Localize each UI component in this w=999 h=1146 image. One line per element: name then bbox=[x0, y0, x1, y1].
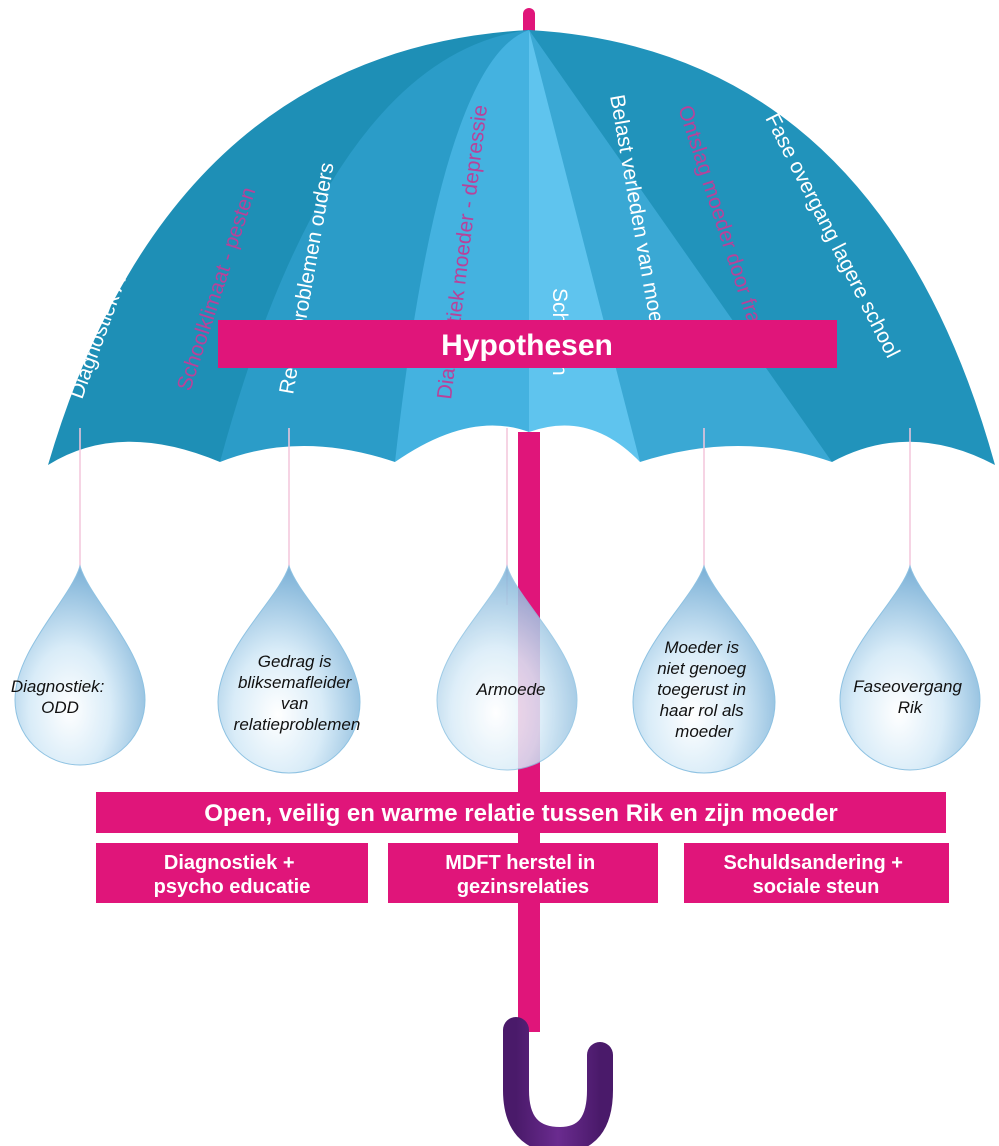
drop-label-4: Moeder is niet genoeg toegerust in haar … bbox=[657, 638, 751, 741]
intervention-box-2 bbox=[388, 843, 658, 903]
drop-label-5: Faseovergang Rik bbox=[853, 677, 966, 717]
intervention-label-2: MDFT herstel in gezinsrelaties bbox=[445, 852, 601, 898]
relation-label: Open, veilig en warme relatie tussen Rik… bbox=[204, 800, 838, 827]
drop-4 bbox=[632, 564, 776, 774]
intervention-box-1 bbox=[96, 843, 368, 903]
umbrella-canopy bbox=[48, 30, 995, 465]
umbrella-tip bbox=[523, 8, 535, 36]
drop-labels: Diagnostiek: ODD Gedrag is bliksemafleid… bbox=[11, 638, 966, 741]
canopy-segment-6 bbox=[529, 30, 995, 465]
drop-label-1: Diagnostiek: ODD bbox=[11, 677, 109, 717]
drop-1 bbox=[14, 564, 146, 766]
hypotheses-bar bbox=[218, 320, 837, 368]
hypothesis-drops bbox=[14, 564, 981, 774]
intervention-label-1: Diagnostiek + psycho educatie bbox=[154, 852, 311, 898]
intervention-box-3 bbox=[684, 843, 949, 903]
drop-3 bbox=[436, 564, 578, 771]
drop-label-2: Gedrag is bliksemafleider van relatiepro… bbox=[234, 652, 361, 734]
umbrella-handle bbox=[503, 1017, 613, 1146]
drop-5 bbox=[839, 564, 981, 771]
hypotheses-label: Hypothesen bbox=[441, 329, 613, 362]
interventions: Diagnostiek + psycho educatie MDFT herst… bbox=[96, 843, 949, 903]
relation-bar bbox=[96, 792, 946, 833]
intervention-label-3: Schuldsandering + sociale steun bbox=[723, 852, 908, 898]
drop-2 bbox=[217, 564, 361, 774]
drop-label-3: Armoede bbox=[476, 680, 546, 699]
